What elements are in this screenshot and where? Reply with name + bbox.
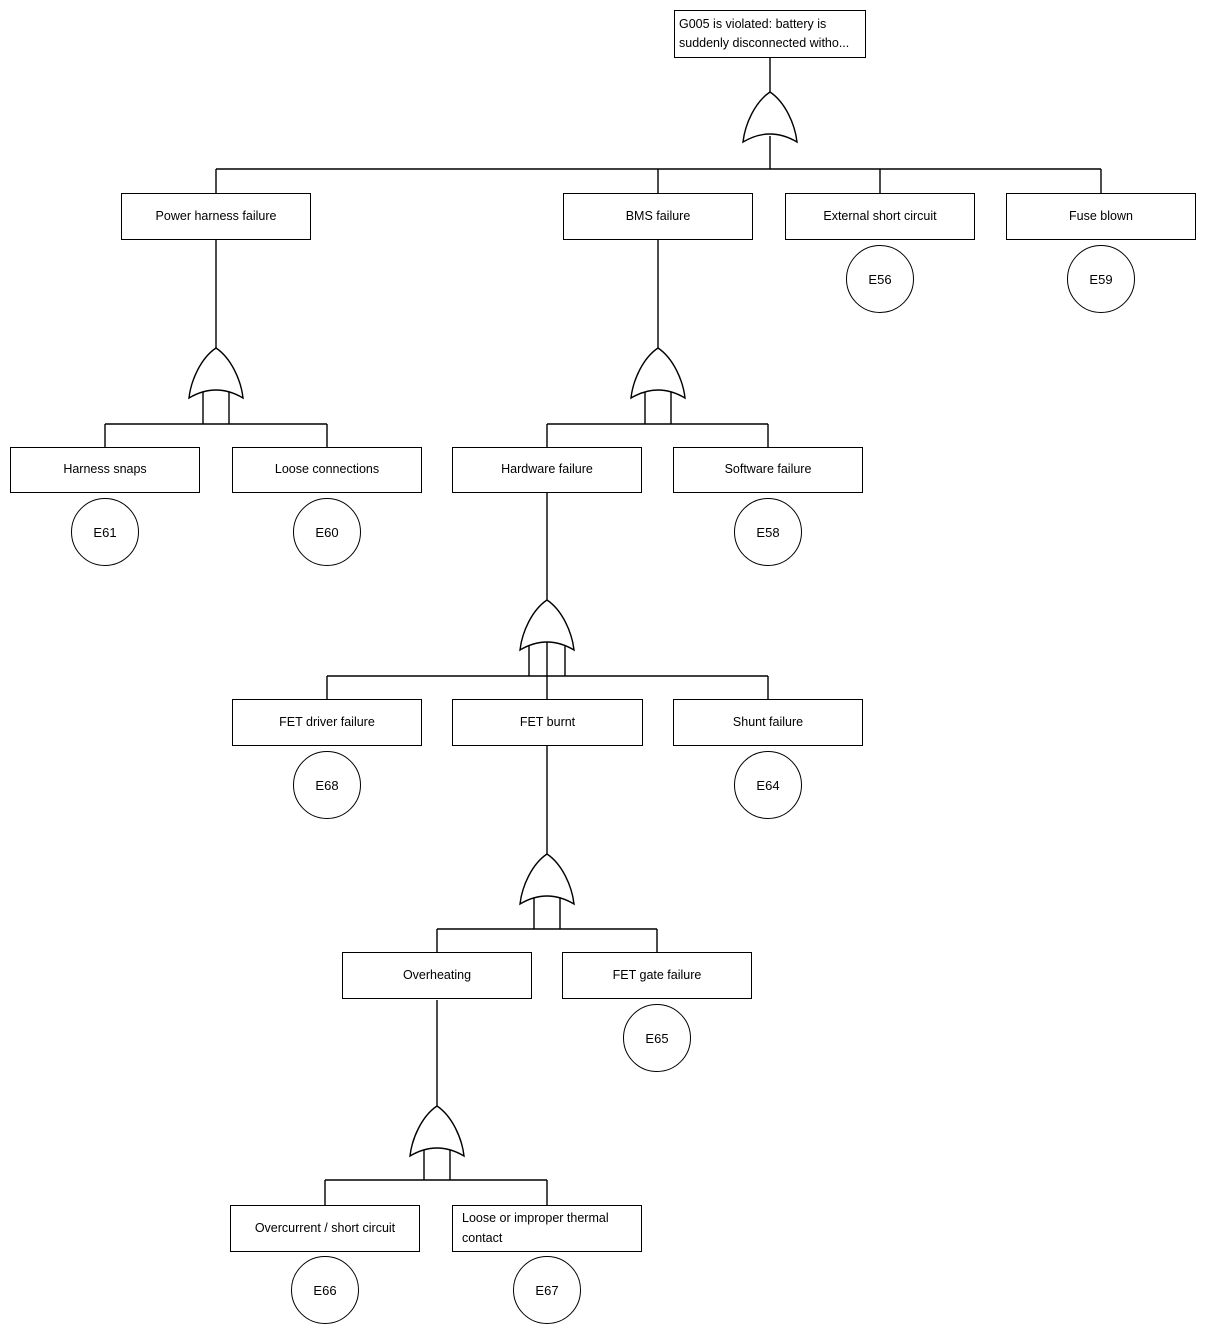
basic-event-id: E66 — [313, 1282, 337, 1298]
event-box-root: G005 is violated: battery is suddenly di… — [674, 10, 866, 58]
event-box-label: Shunt failure — [732, 714, 804, 729]
basic-event-circle-e59: E59 — [1067, 245, 1135, 313]
basic-event-id: E60 — [315, 524, 339, 540]
event-box-label: FET driver failure — [279, 714, 375, 729]
event-box-label: Software failure — [724, 462, 812, 477]
basic-event-id: E68 — [315, 777, 339, 793]
event-box-fuse-blown: Fuse blown — [1006, 193, 1196, 240]
or-gate — [742, 91, 798, 144]
event-box-overcurrent-short-circuit: Overcurrent / short circuit — [230, 1205, 420, 1252]
or-gate — [188, 347, 244, 400]
event-box-power-harness-failure: Power harness failure — [121, 193, 311, 240]
or-gate — [519, 599, 575, 652]
basic-event-circle-e65: E65 — [623, 1004, 691, 1072]
or-gate — [630, 347, 686, 400]
event-box-overheating: Overheating — [342, 952, 532, 999]
event-box-label: External short circuit — [823, 208, 937, 223]
basic-event-id: E56 — [868, 271, 892, 287]
event-box-fet-gate-failure: FET gate failure — [562, 952, 752, 999]
event-box-harness-snaps: Harness snaps — [10, 447, 200, 493]
event-box-label: Loose or improper thermal contact — [462, 1211, 609, 1245]
basic-event-id: E67 — [535, 1282, 559, 1298]
basic-event-circle-e68: E68 — [293, 751, 361, 819]
basic-event-circle-e56: E56 — [846, 245, 914, 313]
basic-event-circle-e60: E60 — [293, 498, 361, 566]
gates — [188, 91, 798, 1158]
event-box-label: Harness snaps — [63, 462, 147, 477]
event-box-label: Overcurrent / short circuit — [254, 1220, 396, 1235]
event-box-hardware-failure: Hardware failure — [452, 447, 642, 493]
event-box-shunt-failure: Shunt failure — [673, 699, 863, 746]
basic-event-circle-e66: E66 — [291, 1256, 359, 1324]
event-box-label: Hardware failure — [501, 462, 593, 477]
basic-event-id: E61 — [93, 524, 117, 540]
event-box-label: BMS failure — [625, 208, 691, 223]
basic-event-circle-e67: E67 — [513, 1256, 581, 1324]
event-box-loose-improper-thermal-contact: Loose or improper thermal contact — [452, 1205, 642, 1252]
basic-event-circle-e64: E64 — [734, 751, 802, 819]
event-box-label: Loose connections — [274, 462, 380, 477]
event-box-loose-connections: Loose connections — [232, 447, 422, 493]
event-box-label: Power harness failure — [155, 208, 277, 223]
event-box-label: G005 is violated: battery is suddenly di… — [679, 16, 850, 50]
basic-event-id: E64 — [756, 777, 780, 793]
basic-event-id: E59 — [1089, 271, 1113, 287]
connectors — [104, 58, 1102, 1205]
event-box-software-failure: Software failure — [673, 447, 863, 493]
event-box-external-short-circuit: External short circuit — [785, 193, 975, 240]
basic-event-id: E65 — [645, 1030, 669, 1046]
basic-event-circle-e61: E61 — [71, 498, 139, 566]
event-box-fet-driver-failure: FET driver failure — [232, 699, 422, 746]
event-box-fet-burnt: FET burnt — [452, 699, 643, 746]
basic-event-id: E58 — [756, 524, 780, 540]
event-box-label: Fuse blown — [1069, 208, 1133, 223]
event-box-bms-failure: BMS failure — [563, 193, 753, 240]
basic-event-circle-e58: E58 — [734, 498, 802, 566]
or-gate — [519, 853, 575, 906]
or-gate — [409, 1105, 465, 1158]
event-box-label: Overheating — [402, 967, 472, 982]
event-box-label: FET burnt — [519, 714, 576, 729]
event-box-label: FET gate failure — [612, 967, 702, 982]
